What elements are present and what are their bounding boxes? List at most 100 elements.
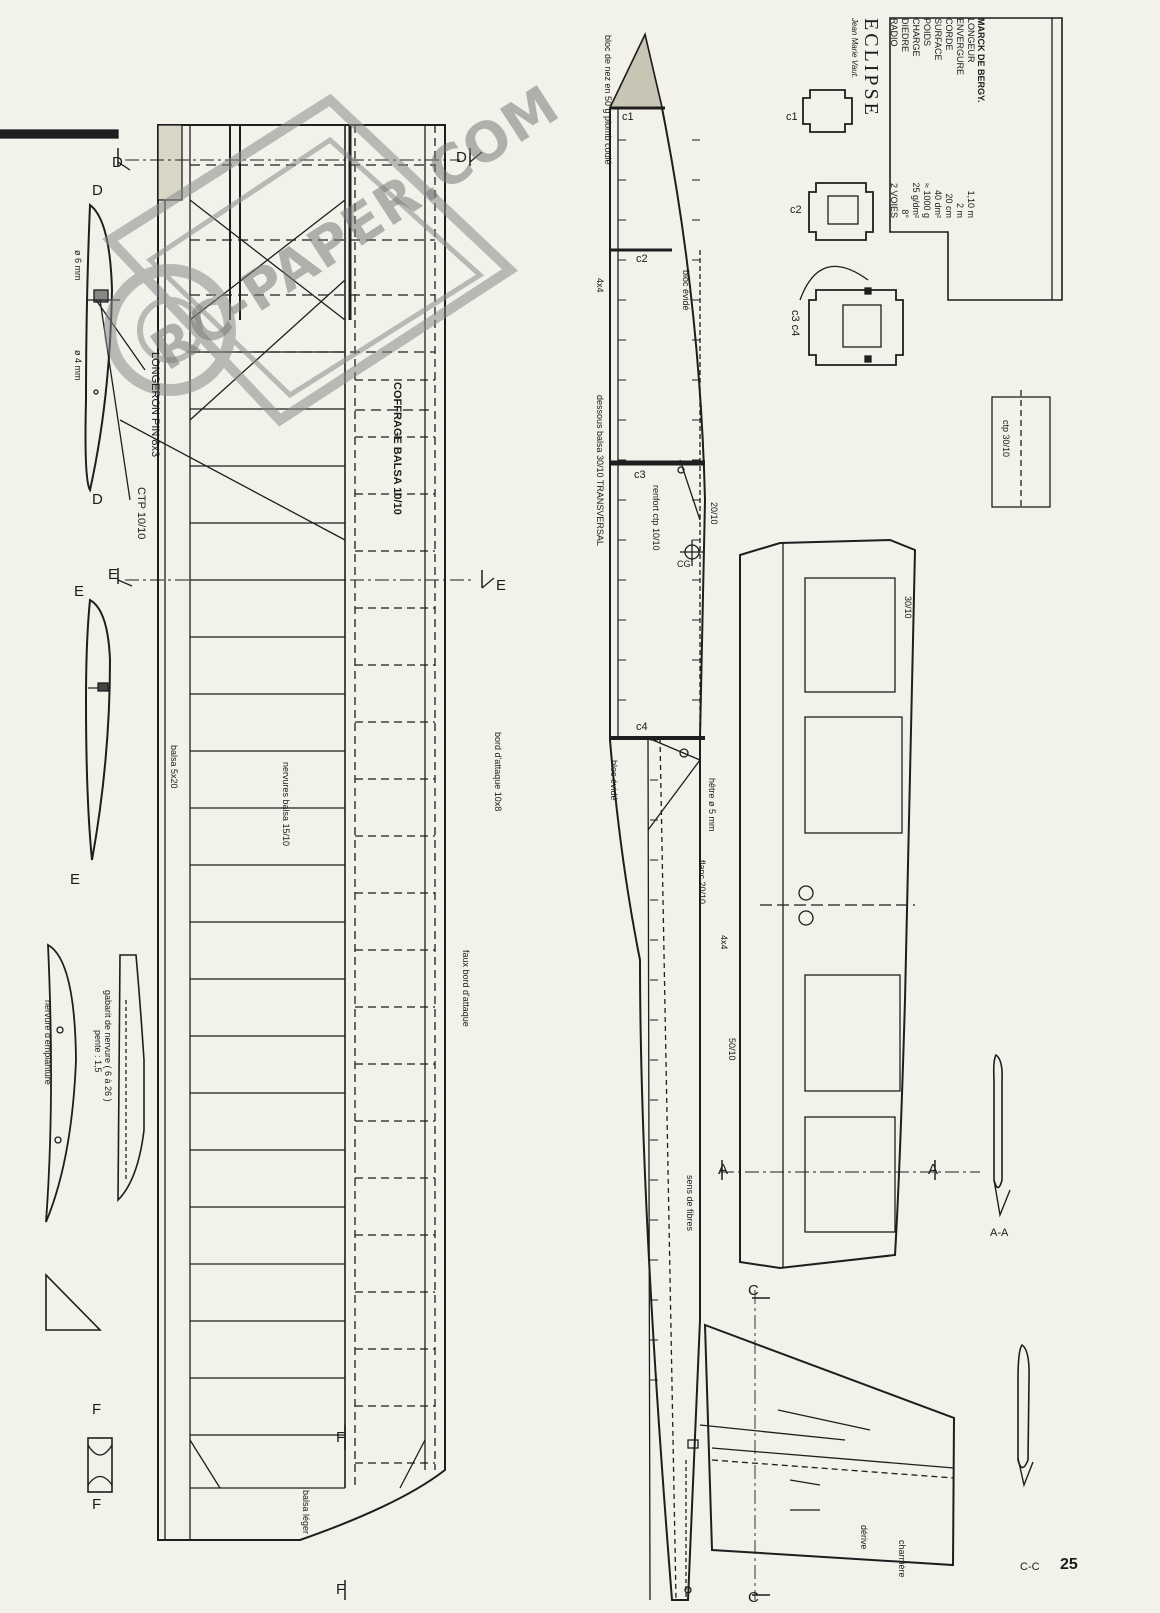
spec-key: LONGEUR <box>966 18 976 63</box>
section-mark-d2: D <box>92 182 103 199</box>
spec-value: 2 VOIES <box>889 182 899 218</box>
section-label-aa: A-A <box>990 1227 1009 1239</box>
root-rib <box>45 943 77 1223</box>
section-mark-f3: F <box>336 1429 346 1446</box>
section-mark-f1: F <box>92 1401 102 1418</box>
spec-key: CHARGE <box>911 18 921 57</box>
label-bord-attaque: bord d'attaque 10x8 <box>493 732 503 812</box>
label-coffrage: COFFRAGE BALSA 10/10 <box>391 382 403 515</box>
label-bloc-nez: bloc de nez en 50 g plomb coulé <box>603 35 613 165</box>
section-mark-c2: C <box>748 1589 759 1606</box>
scale-bar <box>0 129 119 139</box>
section-mark-d4: D <box>92 491 103 508</box>
label-bloc-evide-1: bloc évidé <box>681 270 691 311</box>
label-20-10: 20/10 <box>709 502 719 525</box>
label-balsa-5x20: balsa 5x20 <box>169 745 179 789</box>
section-mark-a2: A <box>928 1161 939 1178</box>
spec-row: ENVERGURE 2 m <box>954 18 965 218</box>
label-ctp-wing: CTP 10/10 <box>135 487 147 540</box>
section-mark-e4: E <box>70 871 81 888</box>
section-e <box>84 598 112 861</box>
dihedral-triangle <box>45 1273 102 1331</box>
spec-row: POIDS ≈ 1000 g <box>921 18 932 218</box>
spec-value: 40 dm² <box>933 189 943 218</box>
spec-row: RADIO 2 VOIES <box>888 18 899 218</box>
spec-key: CORDE <box>944 18 954 51</box>
stabilizer-plan <box>739 538 917 1270</box>
label-sens-fibres: sens de fibres <box>685 1175 695 1232</box>
spec-key: ENVERGURE <box>955 18 965 76</box>
section-mark-d1: D <box>112 154 123 171</box>
page-number: 25 <box>1060 1556 1078 1573</box>
spec-key: RADIO <box>889 18 899 47</box>
section-aa <box>992 1053 1003 1189</box>
frame-label-c1-fuse: c1 <box>622 111 634 123</box>
frame-label-c4-fuse: c4 <box>636 721 648 733</box>
frame-c3c4 <box>799 265 904 366</box>
model-title: ECLIPSE <box>860 18 882 118</box>
label-diam-6: ø 6 mm <box>73 250 83 281</box>
label-bloc-evide-2: bloc évidé <box>609 760 619 801</box>
section-d <box>84 203 146 501</box>
fuselage-stringer-ticks <box>618 139 700 1381</box>
section-mark-e1: E <box>108 566 119 583</box>
label-diam-4: ø 4 mm <box>73 350 83 381</box>
frame-c1 <box>802 89 853 133</box>
spec-row: LONGEUR 1,10 m <box>965 18 976 218</box>
spec-value: 20 cm <box>944 193 954 218</box>
fuselage-side-view <box>608 32 707 1601</box>
spec-value: ≈ 1000 g <box>922 183 932 218</box>
frame-c2 <box>808 182 874 241</box>
spec-table-border <box>889 17 1063 301</box>
label-charniere: charnière <box>897 1540 907 1578</box>
label-pente: pente : 1,5 <box>93 1030 103 1073</box>
section-mark-a1: A <box>718 1161 729 1178</box>
section-label-cc: C-C <box>1020 1561 1040 1573</box>
ctp-plate <box>991 396 1051 508</box>
label-faux-bord: faux bord d'attaque <box>461 950 471 1027</box>
spec-value: 8° <box>900 209 910 218</box>
label-4x4-a: 4x4 <box>595 278 605 293</box>
section-mark-f2: F <box>92 1496 102 1513</box>
wing-ribs <box>190 351 435 1464</box>
label-derive: dérive <box>859 1525 869 1550</box>
spec-row: CORDE 20 cm <box>943 18 954 218</box>
watermark <box>102 93 519 427</box>
spec-key: POIDS <box>922 18 932 47</box>
spec-author: MARCK DE BERGY. <box>976 18 986 103</box>
rib-template <box>117 954 145 1202</box>
section-mark-e3: E <box>496 577 507 594</box>
label-ctp-plate: ctp 30/10 <box>1001 420 1011 458</box>
label-longeron: LONGERON PIN 8x3 <box>149 352 161 458</box>
section-mark-f4: F <box>336 1581 346 1598</box>
label-nervures: nervures balsa 15/10 <box>281 762 291 847</box>
frame-label-c3c4: c3 c4 <box>789 310 801 337</box>
frame-label-c2-fuse: c2 <box>636 253 648 265</box>
label-renfort: renfort ctp 10/10 <box>651 485 661 551</box>
label-30-10: 30/10 <box>903 596 913 619</box>
label-4x4-b: 4x4 <box>719 935 729 950</box>
label-hetre: hêtre ø 5 mm <box>707 778 717 832</box>
spec-row: SURFACE 40 dm² <box>932 18 943 218</box>
frame-label-c3-fuse: c3 <box>634 469 646 481</box>
frame-label-c1: c1 <box>786 111 798 123</box>
section-f <box>87 1437 113 1493</box>
spec-key: SURFACE <box>933 18 943 61</box>
spec-value: 2 m <box>955 202 965 218</box>
spec-value: 1,10 m <box>966 190 976 218</box>
spec-table: MARCK DE BERGY. LONGEUR 1,10 m ENVERGURE 2 … <box>850 18 986 218</box>
label-dessous-balsa: dessous balsa 30/10 TRANSVERSAL <box>595 395 605 546</box>
section-mark-e2: E <box>74 583 85 600</box>
spec-row: CHARGE 25 g/dm² <box>910 18 921 218</box>
spec-value: 25 g/dm² <box>911 182 921 218</box>
label-nervure-emplanture: nervure d'emplanture <box>43 1000 53 1085</box>
fin-plan <box>699 1323 956 1567</box>
label-flanc: flanc 20/10 <box>697 860 707 905</box>
section-mark-d3: D <box>456 149 467 166</box>
frame-label-c2: c2 <box>790 204 802 216</box>
label-gabarit: gabarit de nervure ( 6 à 26 ) <box>103 990 113 1102</box>
section-cc <box>1017 1343 1030 1469</box>
